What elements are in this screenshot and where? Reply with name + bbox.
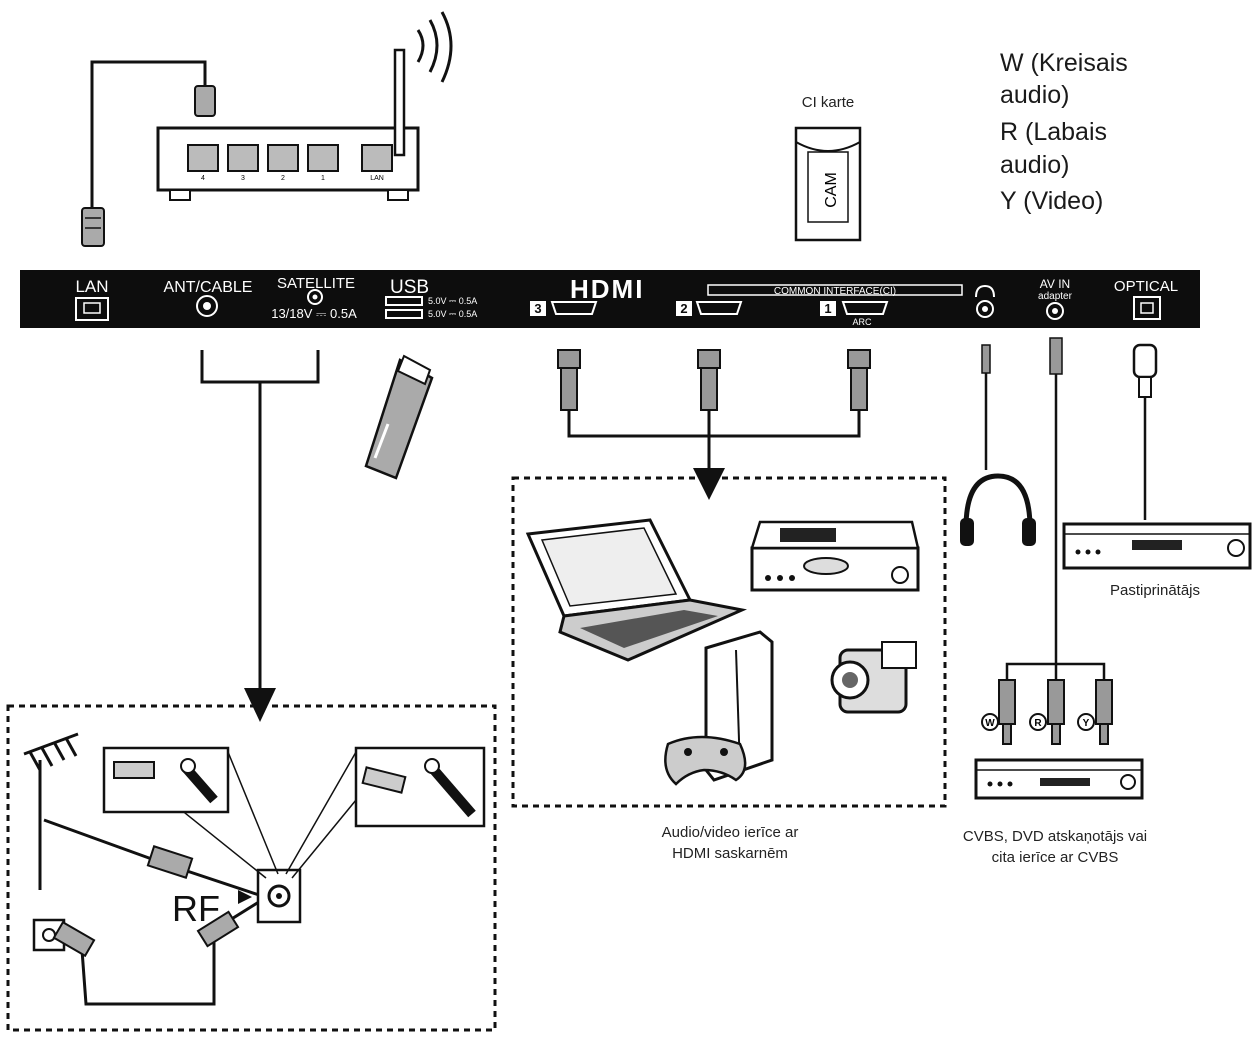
detail-callout-left: [102, 746, 230, 814]
rca-plugs-icon: [998, 679, 1113, 745]
detail-callout-right: [354, 746, 486, 828]
panel-label-satellite: SATELLITE: [277, 275, 355, 292]
hdmi-port-number-box: [530, 301, 836, 316]
router-port-label: 1: [321, 175, 325, 182]
rf-pointer-icon: [238, 890, 252, 904]
panel-label-hdmi: HDMI: [570, 274, 644, 304]
ci-card-icon: [794, 126, 862, 242]
hdmi-devices-caption-line1: Audio/video ierīce ar: [661, 824, 799, 841]
legend-line-w: W (Kreisais: [1000, 49, 1128, 77]
optical-cable: [1132, 343, 1158, 520]
cvbs-caption-line2: cita ierīce ar CVBS: [991, 849, 1119, 866]
legend-line-r-cont: audio): [1000, 151, 1070, 179]
hdmi-devices-box: [511, 476, 947, 808]
coax-plug-icon: [196, 910, 240, 948]
lan-cable: [81, 60, 216, 247]
panel-label-hdmi-1: 1: [824, 301, 831, 316]
laptop-icon: [525, 518, 748, 662]
headphones-icon: [960, 473, 1036, 546]
tv-back-panel: [20, 270, 1200, 328]
router-icon: [156, 11, 453, 201]
ant-cable-port-icon: [196, 295, 218, 317]
rf-label: RF: [172, 888, 220, 929]
optical-port-icon: [1133, 296, 1161, 320]
arrow-down-icon: [693, 468, 725, 500]
router-port-label: 2: [281, 175, 285, 182]
panel-label-adapter: adapter: [1038, 291, 1073, 302]
headphone-port-icon: [975, 284, 995, 318]
camcorder-icon: [830, 641, 917, 714]
router-port-label: 4: [201, 175, 205, 182]
panel-label-av-in: AV IN: [1040, 277, 1070, 291]
arrow-down-icon: [244, 688, 276, 722]
cvbs-caption-line1: CVBS, DVD atskaņotājs vai: [962, 828, 1148, 845]
panel-label-optical: OPTICAL: [1114, 278, 1178, 295]
lan-port-icon: [75, 297, 109, 321]
hdmi-devices-caption-line2: HDMI saskarnēm: [672, 845, 788, 862]
panel-label-usb-rating-2: 5.0V ⎓ 0.5A: [428, 309, 477, 319]
legend-line-y: Y (Video): [1000, 187, 1104, 215]
usb-port-icon: [385, 296, 423, 319]
coax-plug-icon: [52, 920, 96, 958]
panel-label-arc: ARC: [852, 317, 872, 327]
panel-label-hdmi-2: 2: [680, 301, 687, 316]
hdmi-port-icon: [550, 301, 889, 315]
ci-slot: [707, 284, 963, 296]
amplifier-caption: Pastiprinātājs: [1109, 582, 1201, 599]
legend-line-r: R (Labais: [1000, 118, 1107, 146]
coax-plug-icon: [146, 845, 194, 879]
av-in-cable: [1005, 337, 1106, 680]
gamepad-icon: [664, 735, 747, 786]
hdmi-cables: [557, 349, 871, 500]
rca-plug-label-w: W: [985, 718, 995, 729]
legend-line-w-cont: audio): [1000, 81, 1070, 109]
roof-antenna-icon: [23, 732, 79, 890]
rf-socket-icon: [256, 868, 302, 924]
rca-plug-badge: [981, 713, 1095, 731]
panel-label-satellite-rating: 13/18V ⎓ 0.5A: [271, 306, 357, 321]
amplifier-icon: [1062, 522, 1252, 570]
panel-label-common-interface: COMMON INTERFACE(CI): [774, 286, 896, 297]
panel-label-hdmi-3: 3: [534, 301, 541, 316]
rca-plug-label-r: R: [1034, 718, 1042, 729]
router-port-label: LAN: [370, 175, 384, 182]
router-port-label: 3: [241, 175, 245, 182]
panel-label-usb-rating-1: 5.0V ⎓ 0.5A: [428, 296, 477, 306]
usb-stick-icon: [364, 354, 434, 480]
dvd-player-icon: [750, 520, 920, 592]
ci-card-text: CAM: [823, 172, 840, 208]
panel-label-usb: USB: [390, 277, 429, 298]
panel-label-lan: LAN: [75, 277, 108, 296]
rca-plug-label-y: Y: [1083, 718, 1090, 729]
headphone-cable: [981, 344, 991, 470]
satellite-port-icon: [307, 289, 323, 305]
antenna-connection-lines: [200, 350, 320, 688]
cvbs-device-icon: [974, 758, 1144, 800]
av-in-port-icon: [1046, 302, 1064, 320]
panel-label-ant-cable: ANT/CABLE: [164, 279, 253, 296]
ci-card-label: CI karte: [801, 94, 855, 111]
rf-connection-box: [6, 704, 497, 1032]
